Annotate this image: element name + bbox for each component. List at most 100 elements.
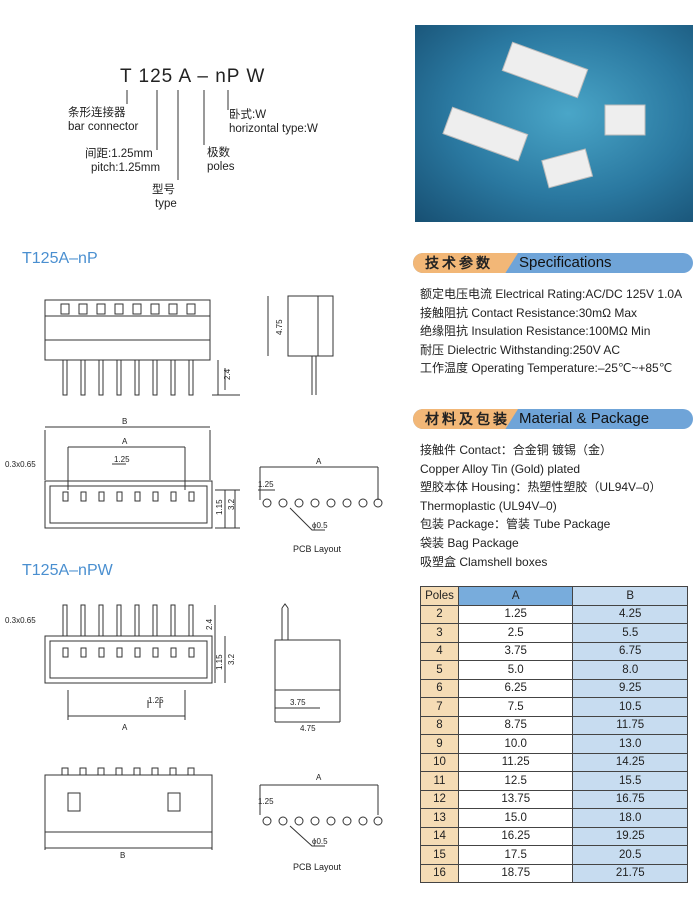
pin xyxy=(188,647,195,658)
table-cell: 5 xyxy=(420,660,459,680)
pcb-hole xyxy=(278,816,288,826)
product-photo xyxy=(415,25,693,222)
dim-pin: 0.3x0.65 xyxy=(5,460,36,469)
table-cell: 8.0 xyxy=(572,660,688,680)
pin xyxy=(97,767,105,776)
pcb-hole xyxy=(358,816,368,826)
part-number-code: T 125 A – nP W xyxy=(120,66,266,87)
spec-line: 耐压 Dielectric Withstanding:250V AC xyxy=(420,342,621,357)
table-cell: 15 xyxy=(420,845,459,865)
section-title-np: T125A–nP xyxy=(22,250,98,267)
table-cell: 12 xyxy=(420,789,459,809)
pcb-hole xyxy=(294,498,304,508)
table-cell: 10 xyxy=(420,752,459,772)
spec-line: 接触件 Contact：合金铜 镀锡（金） xyxy=(420,443,613,457)
table-cell: 3 xyxy=(420,623,459,643)
pin xyxy=(98,647,105,658)
spec-line: 绝缘阻抗 Insulation Resistance:100MΩ Min xyxy=(420,324,651,339)
table-cell: 17.5 xyxy=(457,845,574,865)
dim-2-4: 2.4 xyxy=(223,368,232,380)
pcb-hole xyxy=(294,816,304,826)
pin xyxy=(62,491,69,502)
svg-text:ϕ0.5: ϕ0.5 xyxy=(312,837,328,846)
pin-leg xyxy=(116,604,122,637)
table-cell: 11.75 xyxy=(572,715,688,735)
pin xyxy=(80,491,87,502)
svg-text:1.25: 1.25 xyxy=(258,480,274,489)
pin xyxy=(134,647,141,658)
spec-line: 接触阻抗 Contact Resistance:30mΩ Max xyxy=(420,305,638,320)
pin-top xyxy=(150,303,160,315)
pin-top xyxy=(186,303,196,315)
pin-top xyxy=(114,303,124,315)
pin xyxy=(98,491,105,502)
table-cell: 7 xyxy=(420,697,459,717)
table-cell: 10.0 xyxy=(457,734,574,754)
pin xyxy=(169,767,177,776)
table-cell: 5.0 xyxy=(457,660,574,680)
table-cell: 13.0 xyxy=(572,734,688,754)
table-cell: 19.25 xyxy=(572,826,688,846)
svg-text:A: A xyxy=(316,457,322,466)
pin-leg xyxy=(170,604,176,637)
pin-top xyxy=(60,303,70,315)
table-cell: 18.75 xyxy=(457,863,574,883)
spec-line: Copper Alloy Tin (Gold) plated xyxy=(420,461,581,476)
svg-text:2.4: 2.4 xyxy=(205,618,214,630)
pin-leg xyxy=(98,359,104,396)
table-cell: 11.25 xyxy=(457,752,574,772)
pin-top xyxy=(78,303,88,315)
pin xyxy=(170,647,177,658)
table-cell: 13.75 xyxy=(457,789,574,809)
spec-line: 袋装 Bag Package xyxy=(420,535,519,550)
pcb-hole xyxy=(342,498,352,508)
svg-text:1.25: 1.25 xyxy=(148,696,164,705)
table-cell: 9.25 xyxy=(572,678,688,698)
dim-4-75: 4.75 xyxy=(275,319,284,335)
pin-leg xyxy=(80,604,86,637)
pin xyxy=(133,767,141,776)
table-cell: 20.5 xyxy=(572,845,688,865)
pin-leg xyxy=(170,359,176,396)
pin-leg xyxy=(62,359,68,396)
pin-leg xyxy=(188,359,194,396)
table-cell: 21.75 xyxy=(572,863,688,883)
pin xyxy=(170,491,177,502)
svg-text:PCB Layout: PCB Layout xyxy=(293,862,342,872)
table-cell: 15.0 xyxy=(457,808,574,828)
spec-line: 包装 Package：管装 Tube Package xyxy=(420,517,611,532)
pin xyxy=(115,767,123,776)
material-list: 接触件 Contact：合金铜 镀锡（金） Copper Alloy Tin (G… xyxy=(420,441,661,571)
table-cell: 6.25 xyxy=(457,678,574,698)
pcb-hole xyxy=(373,816,383,826)
pcb-layout-label: PCB Layout xyxy=(293,544,342,554)
pcb-hole xyxy=(310,816,320,826)
table-cell: 13 xyxy=(420,808,459,828)
table-cell: 7.5 xyxy=(457,697,574,717)
table-cell: 16 xyxy=(420,863,459,883)
svg-text:4.75: 4.75 xyxy=(300,724,316,733)
pin-top xyxy=(132,303,142,315)
pin xyxy=(151,767,159,776)
pin xyxy=(61,767,69,776)
table-cell: 9 xyxy=(420,734,459,754)
svg-text:1.15: 1.15 xyxy=(215,654,224,670)
svg-text:1.15: 1.15 xyxy=(215,499,224,515)
svg-text:3.2: 3.2 xyxy=(227,653,236,665)
